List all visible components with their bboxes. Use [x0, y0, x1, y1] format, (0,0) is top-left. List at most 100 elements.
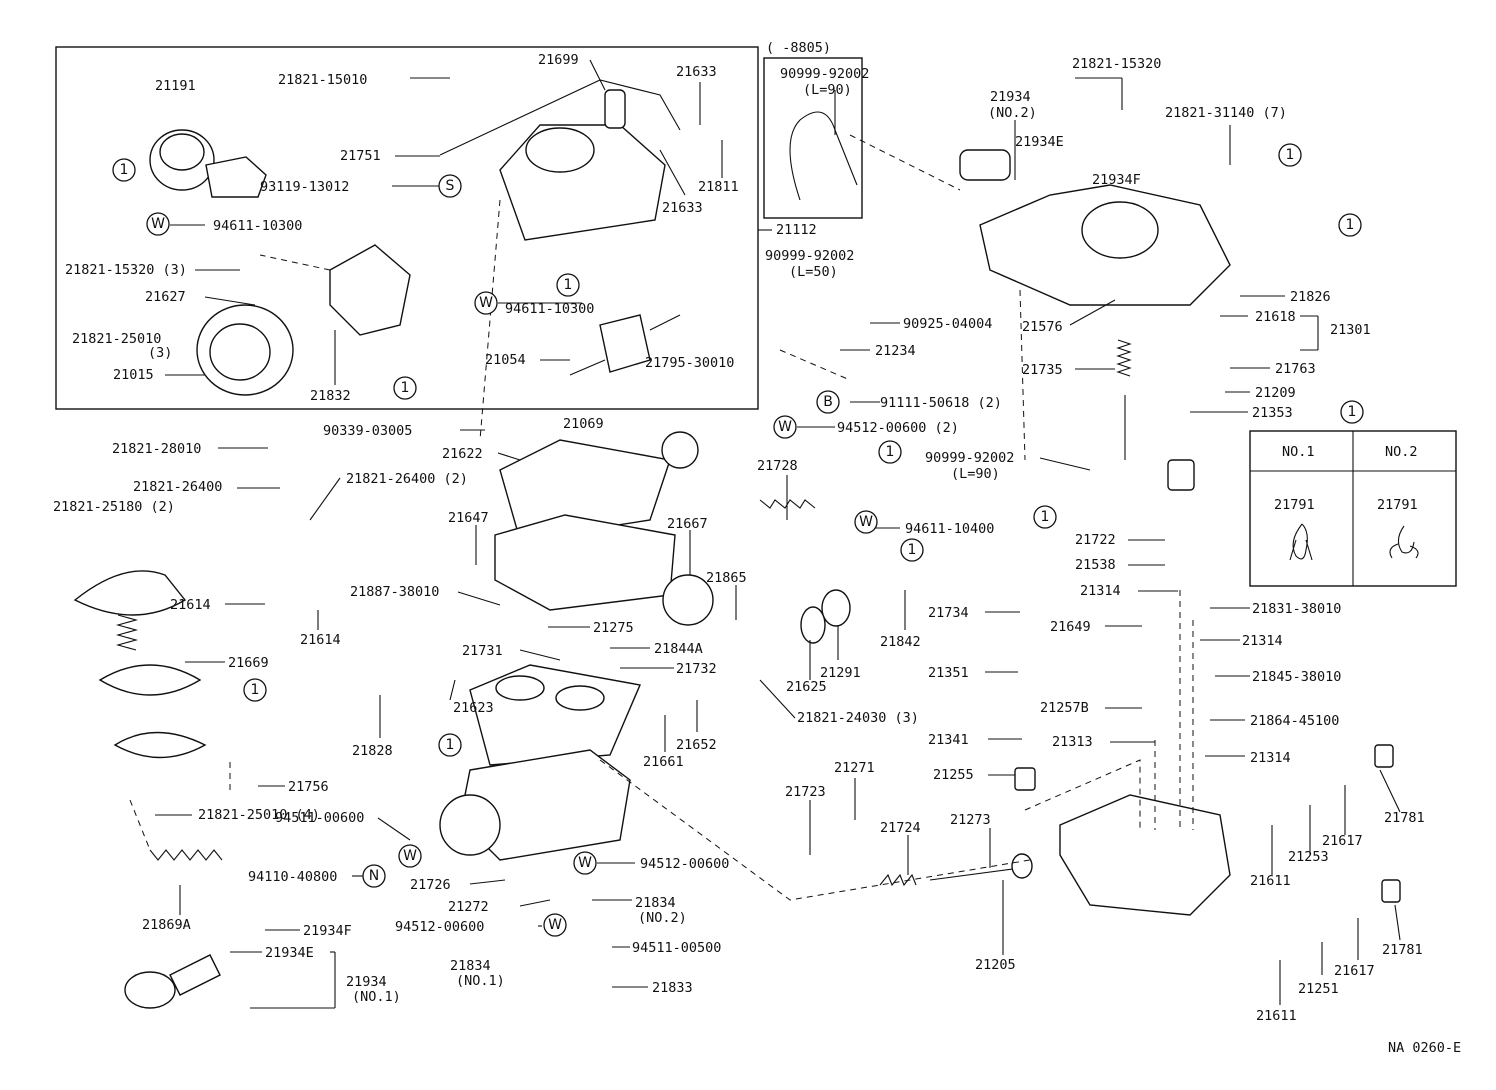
callout-21275: 21275 [593, 620, 634, 636]
callout-21842: 21842 [880, 634, 921, 650]
callout-94512-00600b: 94512-00600 [395, 919, 484, 935]
callout-21864-45100: 21864-45100 [1250, 713, 1339, 729]
diaphragm-21667 [662, 574, 714, 626]
callout-21301: 21301 [1330, 322, 1371, 338]
callout-21934f-top: 21934F [1092, 172, 1141, 188]
callout-21271: 21271 [834, 760, 875, 776]
callout-21623: 21623 [453, 700, 494, 716]
symbol-text-s1d: 1 [1346, 217, 1355, 233]
tube-21751 [439, 79, 681, 156]
callout-21934e-top: 21934E [1015, 134, 1064, 150]
symbol-text-swc: W [778, 419, 792, 435]
legend-val1: 21791 [1274, 497, 1315, 513]
callout-21732: 21732 [676, 661, 717, 677]
callout-94110-40800: 94110-40800 [248, 869, 337, 885]
symbol-text-swg: W [548, 917, 562, 933]
callout-21633a: 21633 [676, 64, 717, 80]
callout-21934f-bot: 21934F [303, 923, 352, 939]
callout-21763: 21763 [1275, 361, 1316, 377]
callout-90339-03005: 90339-03005 [323, 423, 412, 439]
callout-21054: 21054 [485, 352, 526, 368]
callout-21314b: 21314 [1242, 633, 1283, 649]
callout-21614b: 21614 [300, 632, 341, 648]
callout-21273: 21273 [950, 812, 991, 828]
symbol-circle-swc [773, 415, 797, 439]
callout-21576: 21576 [1022, 319, 1063, 335]
callout-21627: 21627 [145, 289, 186, 305]
symbol-circle-s1a [112, 158, 136, 182]
callout-21205: 21205 [975, 957, 1016, 973]
plug-21781b [1381, 879, 1401, 903]
callout-l50: (L=50) [789, 264, 838, 280]
symbol-text-s1b: 1 [564, 277, 573, 293]
symbol-text-swe: W [403, 848, 417, 864]
legend-table: 1 NO.1 NO.2 21791 21791 [1249, 400, 1457, 587]
callout-21831-38010: 21831-38010 [1252, 601, 1341, 617]
leader-lines [155, 59, 1401, 1009]
cover-21627 [329, 244, 411, 336]
spring-21724 [879, 873, 917, 887]
callout-21728: 21728 [757, 458, 798, 474]
callout-21821-15010: 21821-15010 [278, 72, 367, 88]
callout-21257b: 21257B [1040, 700, 1089, 716]
spring-21735 [1116, 339, 1132, 377]
symbol-circle-s1h [900, 538, 924, 562]
callout-21314a: 21314 [1080, 583, 1121, 599]
symbol-text-s1c: 1 [1286, 147, 1295, 163]
callout-21255: 21255 [933, 767, 974, 783]
callout-21828: 21828 [352, 743, 393, 759]
callout-21826: 21826 [1290, 289, 1331, 305]
legend-symbol [1340, 400, 1364, 424]
symbol-text-swf: W [578, 855, 592, 871]
callout-21781b: 21781 [1382, 942, 1423, 958]
callout-91111-50618: 91111-50618 (2) [880, 395, 1002, 411]
symbol-text-s1a: 1 [120, 162, 129, 178]
callout-no1c: (NO.1) [456, 973, 505, 989]
callout-l90b: (L=90) [951, 466, 1000, 482]
float-bowl [1059, 794, 1231, 916]
callout-21633b: 21633 [662, 200, 703, 216]
symbol-text-s1i: 1 [251, 682, 260, 698]
callout-no1b: (NO.1) [352, 989, 401, 1005]
callout-90999-92002a: 90999-92002 [780, 66, 869, 82]
callout-21834-no1: 21834 [450, 958, 491, 974]
symbol-text-swd: W [859, 514, 873, 530]
callout-21353: 21353 [1252, 405, 1293, 421]
spring-21669 [115, 614, 139, 651]
callout-21611b: 21611 [1256, 1008, 1297, 1024]
symbol-text-s1e: 1 [401, 380, 410, 396]
callout-21821-15320-3: 21821-15320 (3) [65, 262, 187, 278]
callout-21821-25010-4: 21821-25010 (4) [198, 807, 320, 823]
callout-21934e-bot: 21934E [265, 945, 314, 961]
solenoid-21069 [661, 431, 699, 469]
callout-21821-26400: 21821-26400 [133, 479, 222, 495]
callout-21821-31140: 21821-31140 (7) [1165, 105, 1287, 121]
callout-21652: 21652 [676, 737, 717, 753]
callout-21934top: 21934 [990, 89, 1031, 105]
symbol-circle-swd [854, 510, 878, 534]
callout-21724: 21724 [880, 820, 921, 836]
symbol-circle-s1i [243, 678, 267, 702]
callout-21845-38010: 21845-38010 [1252, 669, 1341, 685]
symbol-text-s1f: 1 [886, 444, 895, 460]
symbol-text-sn: N [369, 868, 379, 884]
callout-21722: 21722 [1075, 532, 1116, 548]
callout-21617b: 21617 [1334, 963, 1375, 979]
callout-21833: 21833 [652, 980, 693, 996]
callout-90999-92002c: 90999-92002 [925, 450, 1014, 466]
part-21353 [1167, 459, 1195, 491]
callout-21015: 21015 [113, 367, 154, 383]
screw-21273 [929, 867, 1021, 881]
callout-21538: 21538 [1075, 557, 1116, 573]
symbol-circle-s1f [878, 440, 902, 464]
callout-21069: 21069 [563, 416, 604, 432]
callout-94512-00600-2: 94512-00600 (2) [837, 420, 959, 436]
callout-21869a: 21869A [142, 917, 191, 933]
symbol-text-swb: W [479, 295, 493, 311]
gasket-21623 [469, 664, 641, 766]
callout-21291: 21291 [820, 665, 861, 681]
part-shapes [73, 79, 1401, 1009]
